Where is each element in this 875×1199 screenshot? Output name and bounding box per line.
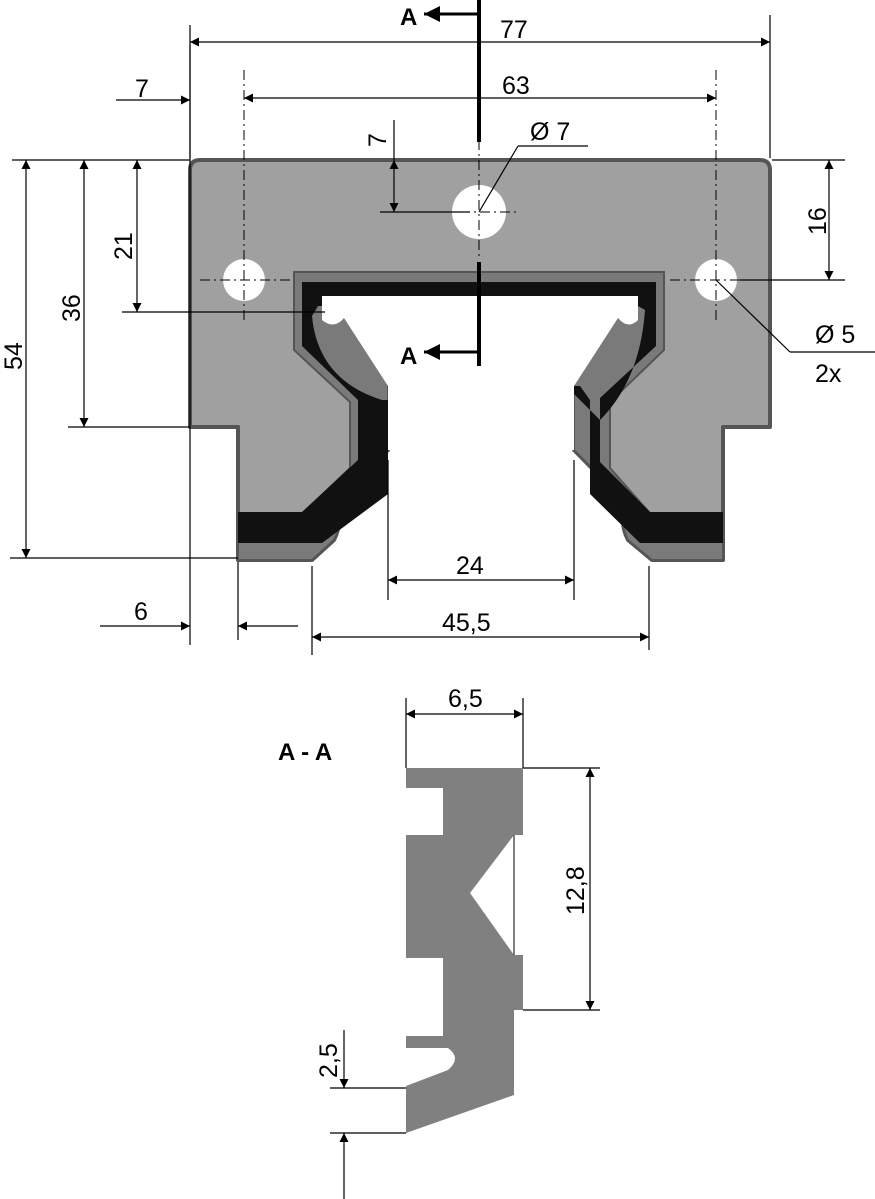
section-marker-top: A [400, 4, 417, 31]
dim-12-8 [523, 767, 600, 1011]
dim-21 [122, 159, 325, 313]
slot-cavity [322, 296, 638, 450]
dim-36-label: 36 [58, 294, 86, 322]
dia-7-leader [478, 145, 588, 213]
notch-top [406, 788, 443, 835]
seal-black [238, 282, 723, 543]
dia-5-qty: 2x [815, 360, 842, 388]
section-body [406, 768, 523, 1133]
dim-54-label: 54 [0, 342, 28, 370]
dim-24 [387, 460, 575, 600]
dim-6-label: 6 [134, 598, 148, 626]
section-marker-bottom: A [400, 343, 417, 370]
dim-54 [10, 159, 238, 559]
notch-slot [406, 1048, 455, 1086]
dim-6-5-label: 6,5 [448, 685, 483, 713]
dim-77-label: 77 [500, 16, 528, 44]
dim-21-label: 21 [110, 232, 138, 260]
notch-middle [406, 958, 443, 1036]
dim-7-top [380, 120, 470, 213]
section-cut-line [424, 0, 481, 366]
notch-v [470, 835, 523, 955]
dim-63-label: 63 [502, 72, 530, 100]
dim-36 [68, 159, 190, 428]
centerlines [200, 70, 760, 320]
dia-7-label: Ø 7 [530, 118, 570, 146]
section-view [406, 768, 523, 1133]
dim-2-5-label: 2,5 [315, 1043, 343, 1078]
dim-7-left [116, 45, 191, 645]
dim-7-top-label: 7 [364, 133, 392, 147]
section-title: A - A [278, 739, 332, 766]
dim-7-left-label: 7 [135, 75, 149, 103]
dim-6-5 [405, 698, 524, 768]
dim-6 [100, 562, 298, 640]
dim-12-8-label: 12,8 [562, 866, 590, 915]
dim-16 [740, 159, 845, 281]
dia-5-leader [715, 279, 875, 353]
dim-45-5 [311, 566, 650, 655]
dim-2-5 [330, 1030, 406, 1199]
dim-45-5-label: 45,5 [442, 609, 491, 637]
dim-16-label: 16 [804, 207, 832, 235]
dia-5-label: Ø 5 [815, 321, 855, 349]
dim-24-label: 24 [456, 552, 484, 580]
